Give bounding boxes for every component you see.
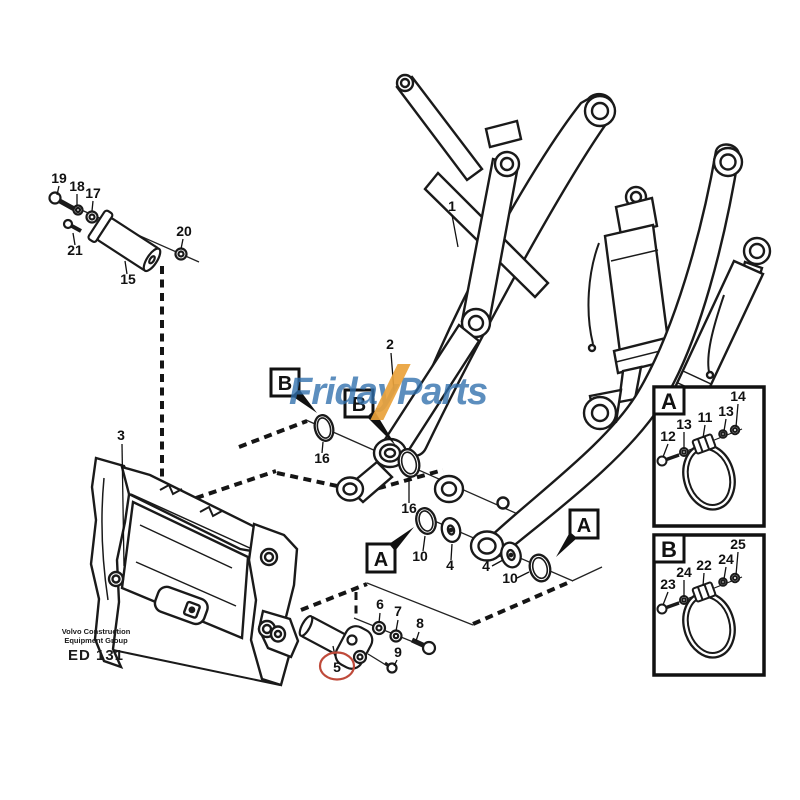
clamp-22 <box>691 581 717 603</box>
part-label-18: 18 <box>69 178 85 194</box>
part-label-15: 15 <box>120 271 136 287</box>
washer-4a <box>440 517 462 543</box>
part-label-13a: 13 <box>676 416 692 432</box>
bracket-part-3 <box>89 456 300 687</box>
part-label-6: 6 <box>376 596 384 612</box>
ref-box-a2 <box>568 508 600 540</box>
lift-arm-assembly-part-1 <box>335 73 772 562</box>
part-label-12: 12 <box>660 428 676 444</box>
pin-15 <box>87 209 162 273</box>
part-label-22: 22 <box>696 557 712 573</box>
part-label-13b: 13 <box>718 403 734 419</box>
watermark-right: Parts <box>397 371 488 413</box>
detail-box-a: A <box>652 385 766 528</box>
part-label-1: 1 <box>448 198 456 214</box>
alignment-dashed-lines <box>160 266 573 626</box>
part-label-5: 5 <box>333 659 341 675</box>
part-label-16b: 16 <box>401 500 417 516</box>
part-label-14: 14 <box>730 388 746 404</box>
o-ring-10a <box>415 507 437 535</box>
part-label-4a: 4 <box>446 557 454 573</box>
bolt-12 <box>656 453 680 467</box>
part-label-16a: 16 <box>314 450 330 466</box>
document-code: ED 131 <box>67 647 125 664</box>
part-label-10b: 10 <box>502 570 518 586</box>
washer-4b <box>500 541 522 569</box>
ref-box-a1 <box>365 542 397 574</box>
clamp-11 <box>691 433 717 455</box>
pin-5-group <box>298 615 437 674</box>
ref-letter-a1: A <box>374 549 388 571</box>
part-label-2: 2 <box>386 336 394 352</box>
part-label-3: 3 <box>117 427 125 443</box>
volvo-mark-icon <box>159 483 223 518</box>
part-label-23: 23 <box>660 576 676 592</box>
part-callouts: 1 2 3 4 4 5 6 7 8 9 10 10 15 16 16 17 18… <box>51 170 518 675</box>
bracket-id-plate <box>153 585 209 626</box>
ref-box-b2 <box>343 388 375 419</box>
ref-letter-b2: B <box>352 394 366 416</box>
part-label-4b: 4 <box>482 558 490 574</box>
hydraulic-cylinder-middle <box>587 185 676 404</box>
ref-letter-a2: A <box>577 515 591 537</box>
part-label-24a: 24 <box>676 564 692 580</box>
part-label-24b: 24 <box>718 551 734 567</box>
detail-letter-b: B <box>661 537 677 562</box>
seal-rows <box>313 414 552 583</box>
bolt-19 <box>48 191 78 213</box>
bolt-21 <box>62 218 82 233</box>
part-label-10a: 10 <box>412 548 428 564</box>
o-ring-16b <box>397 448 421 478</box>
part-label-9: 9 <box>394 644 402 660</box>
bolt-23 <box>656 601 680 615</box>
part-label-7: 7 <box>394 603 402 619</box>
part-label-20: 20 <box>176 223 192 239</box>
publisher-line2: Equipment Group <box>64 636 128 645</box>
hose-ring-a <box>682 443 736 511</box>
link-part-2 <box>335 323 481 504</box>
highlight-circle-part-5 <box>318 651 356 681</box>
ref-letter-b1: B <box>278 373 292 395</box>
leader-lines <box>56 185 530 667</box>
publisher-block: Volvo Construction Equipment Group ED 13… <box>48 627 144 664</box>
ref-box-b1 <box>269 367 301 398</box>
part-label-17: 17 <box>85 185 101 201</box>
part-label-19: 19 <box>51 170 67 186</box>
o-ring-10b <box>528 553 552 583</box>
detail-letter-a: A <box>661 389 677 414</box>
publisher-line1: Volvo Construction <box>61 627 131 636</box>
reference-boxes: B B A A <box>269 367 600 574</box>
part-label-8: 8 <box>416 615 424 631</box>
detail-box-b: B <box>652 533 766 677</box>
o-ring-16a <box>313 414 335 442</box>
pin-hardware-group <box>48 191 188 273</box>
bolt-8 <box>410 637 437 656</box>
part-label-11: 11 <box>698 409 713 425</box>
part-label-21: 21 <box>67 242 83 258</box>
part-label-25: 25 <box>730 536 746 552</box>
